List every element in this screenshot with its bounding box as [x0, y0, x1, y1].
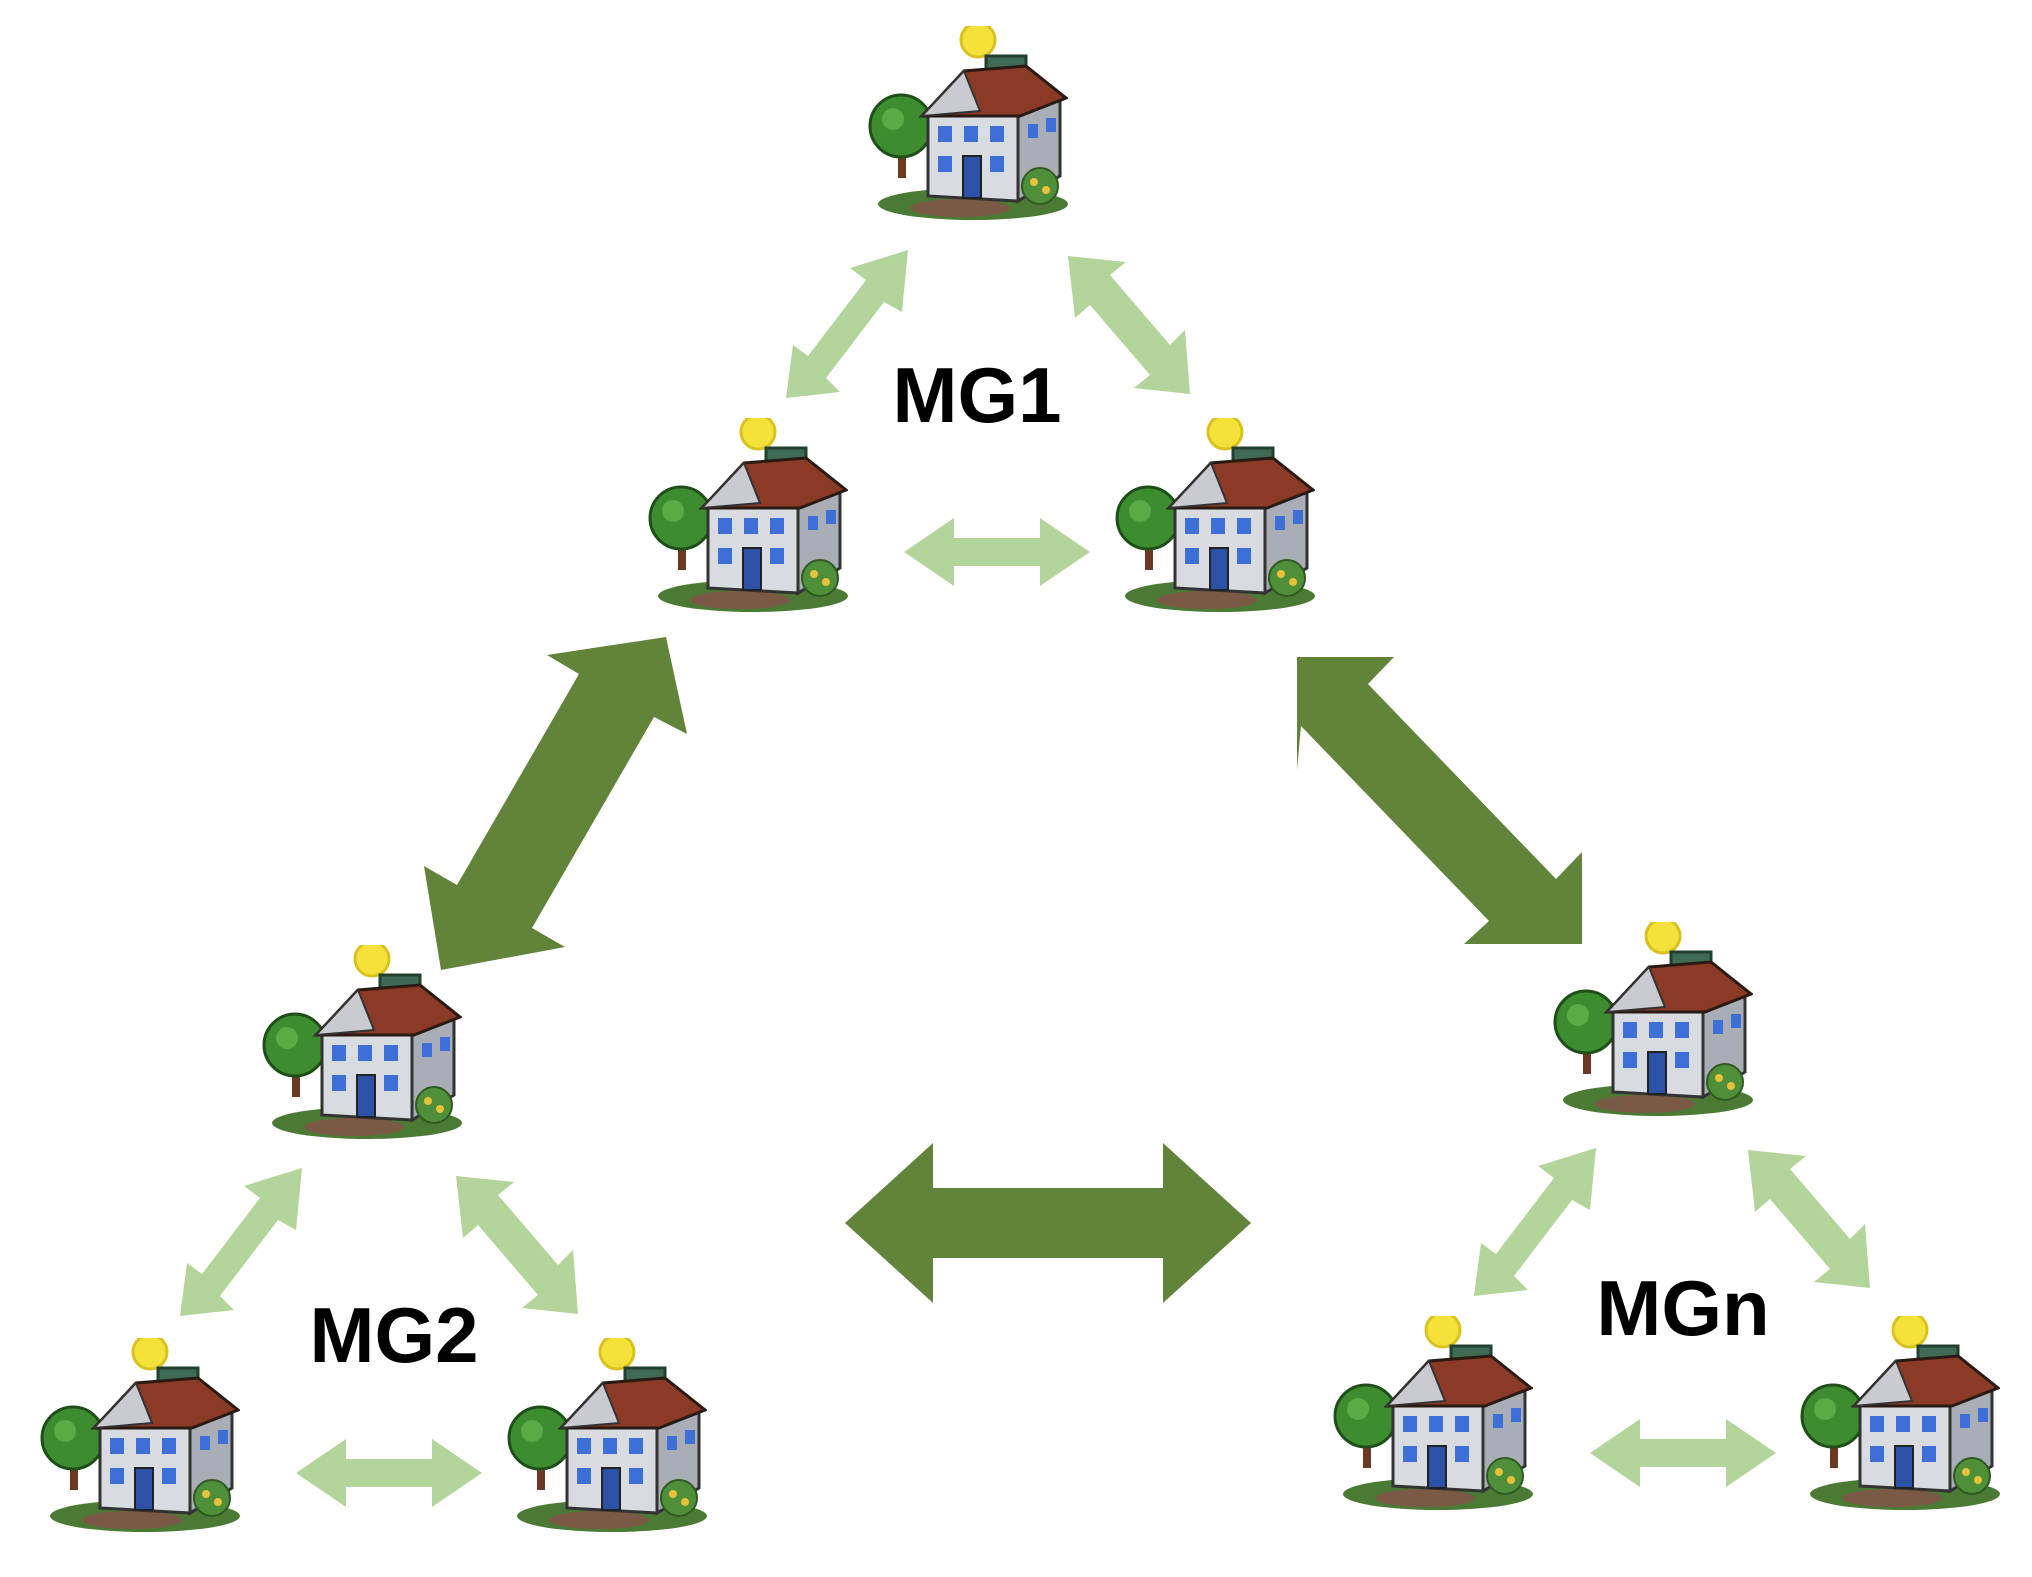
- mg2-label: MG2: [309, 1291, 478, 1379]
- intra-links: [180, 250, 1870, 1507]
- link-mg1-mgn-arrow: [1297, 657, 1582, 944]
- mg2-link-top-left-arrow: [180, 1168, 302, 1316]
- mgn-link-bottom-arrow: [1590, 1419, 1776, 1487]
- mg1-link-top-left-arrow: [786, 250, 908, 398]
- mg1-label: MG1: [892, 351, 1061, 439]
- mgn-house-left-icon: [1333, 1316, 1533, 1512]
- mgn-link-top-right-arrow: [1748, 1150, 1870, 1288]
- labels: MG1 MG2 MGn: [309, 351, 1769, 1379]
- mg1-link-top-right-arrow: [1068, 256, 1190, 394]
- mg1-house-left-icon: [648, 418, 848, 614]
- mg2-house-right-icon: [507, 1338, 707, 1534]
- link-mg1-mg2-arrow: [424, 637, 687, 970]
- link-mg2-mgn-arrow: [845, 1143, 1251, 1303]
- mgn-house-right-icon: [1800, 1316, 2000, 1512]
- mg2-house-top-icon: [262, 945, 462, 1141]
- mg2-link-bottom-arrow: [296, 1439, 482, 1507]
- mg1-house-right-icon: [1115, 418, 1315, 614]
- mgn-label: MGn: [1596, 1264, 1769, 1352]
- mg2-link-top-right-arrow: [456, 1176, 578, 1314]
- mg1-house-top-icon: [868, 26, 1068, 222]
- inter-links: [424, 637, 1582, 1303]
- mgn-house-top-icon: [1553, 922, 1753, 1118]
- mgn-link-top-left-arrow: [1474, 1148, 1596, 1296]
- mg1-link-bottom-arrow: [904, 518, 1090, 586]
- mg2-house-left-icon: [40, 1338, 240, 1534]
